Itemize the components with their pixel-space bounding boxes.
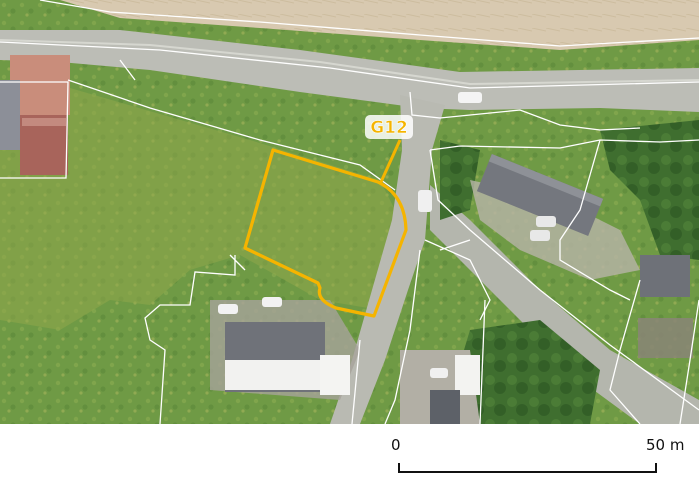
- car: [530, 230, 550, 241]
- road-edge: [0, 39, 699, 86]
- parcel-outline[interactable]: [243, 148, 408, 318]
- scale-line: [398, 471, 657, 473]
- car: [458, 92, 482, 103]
- parcel-label: G12: [370, 118, 408, 138]
- scale-tick-left: [398, 463, 400, 473]
- tree-cluster-right: [600, 120, 699, 260]
- parcel-leader-line: [379, 139, 402, 183]
- car: [418, 190, 432, 212]
- parcel-label-background: [365, 115, 413, 139]
- car: [262, 297, 282, 307]
- tree-cluster-lower: [455, 320, 600, 424]
- car: [218, 304, 238, 314]
- tree-cluster-center: [440, 140, 480, 220]
- side-road-right: [430, 185, 699, 424]
- car: [536, 216, 556, 227]
- scale-tick-right: [655, 463, 657, 473]
- meadow-area: [0, 88, 405, 330]
- building-right: [476, 153, 604, 237]
- scale-end-label: 50 m: [646, 436, 685, 454]
- greenhouse: [638, 318, 693, 358]
- building-lower-left: [225, 322, 350, 395]
- building-far-right: [640, 255, 690, 297]
- plowed-field: [60, 0, 699, 50]
- cadastral-lines: [0, 0, 699, 424]
- aerial-map[interactable]: G12: [0, 0, 699, 424]
- building-lower-right: [430, 355, 480, 424]
- scale-bar: 0 50 m: [0, 424, 699, 483]
- car: [430, 368, 448, 378]
- building-top-left: [0, 80, 68, 175]
- scale-start-label: 0: [391, 436, 401, 454]
- side-road: [330, 95, 445, 424]
